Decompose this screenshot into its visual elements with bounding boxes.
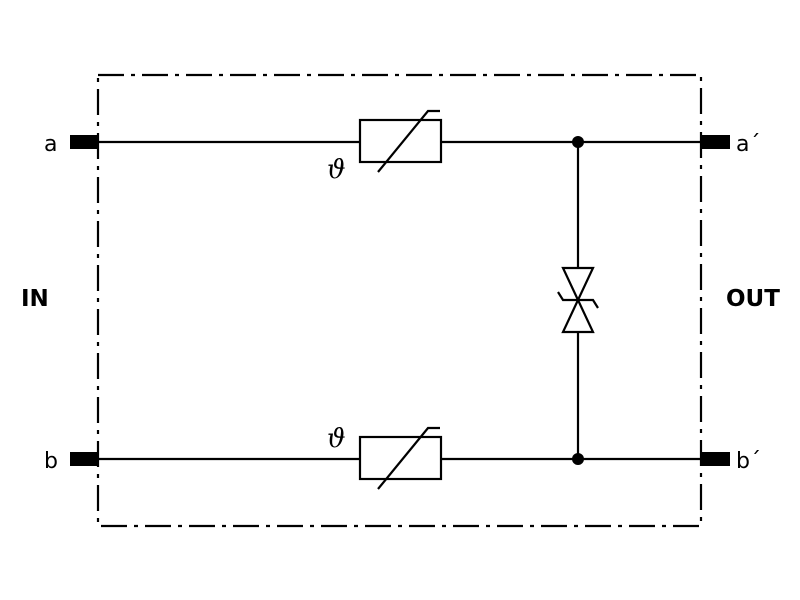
junction-dot-top [572,136,584,148]
terminal-a-out-pin [701,135,730,149]
terminal-b-pin [70,452,98,466]
thermistor-bottom-symbol: ϑ [327,424,346,454]
terminal-a-pin [70,135,98,149]
thermistor-top [358,109,443,173]
junction-dot-bottom [572,453,584,465]
thermistor-bottom [358,426,443,490]
terminal-a-label: a [44,132,57,157]
terminal-b-out-pin [701,452,730,466]
thermistor-top-symbol: ϑ [327,155,346,185]
terminal-a-out-label: a´ [736,132,760,157]
terminal-b-out-label: b´ [736,449,761,474]
enclosure-boundary [96,73,703,528]
tvs-diode-symbol [557,266,599,334]
input-label: IN [21,286,49,312]
output-label: OUT [726,286,780,312]
terminal-b-label: b [44,449,58,474]
